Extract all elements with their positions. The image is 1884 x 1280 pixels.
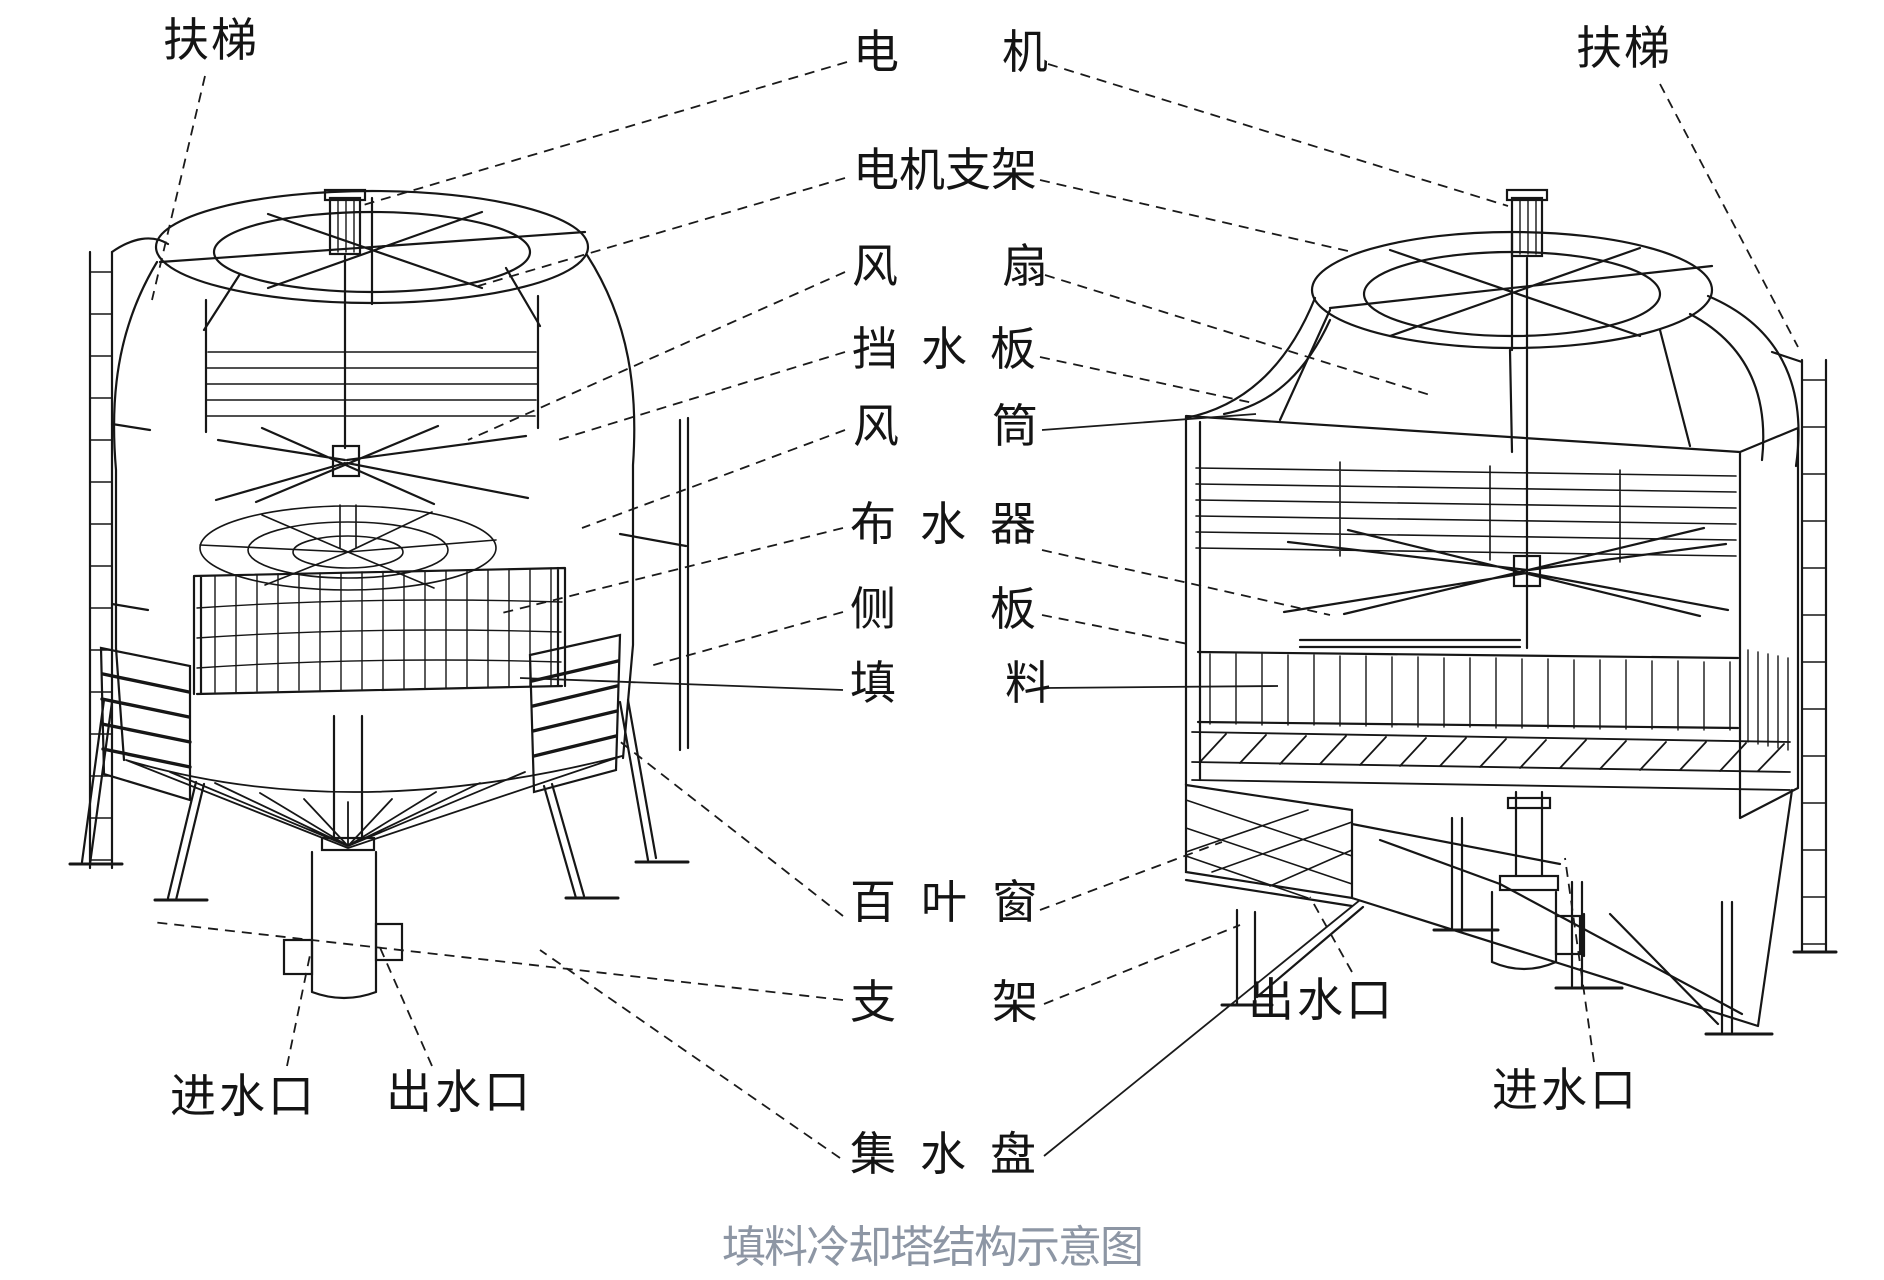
leader-side-panel-right: [1041, 614, 1189, 645]
leader-baffle-left: [557, 351, 846, 441]
right-packing-icon: [1196, 649, 1789, 751]
label-fan: 风扇: [852, 241, 1152, 292]
label-ladder-left: 扶梯: [163, 15, 259, 66]
leader-ladder-left: [151, 75, 206, 301]
label-ladder-right: 扶梯: [1576, 23, 1672, 74]
leader-duct-right: [1041, 413, 1257, 431]
leader-lines: [151, 61, 1799, 1159]
leader-support-left: [151, 921, 844, 1001]
leader-basin-right: [1043, 899, 1361, 1157]
diagram-title: 填料冷却塔结构示意图: [722, 1223, 1144, 1272]
right-ladder-icon: [1770, 350, 1838, 954]
leader-inlet-right: [1564, 857, 1595, 1063]
leader-distributor-right: [1041, 549, 1331, 616]
leader-basin-left: [539, 949, 841, 1159]
leader-louver-right: [1039, 841, 1223, 911]
left-tower-drawing: [68, 188, 690, 1000]
label-inlet-left: 进水口: [170, 1071, 317, 1122]
left-distributor-icon: [199, 504, 497, 591]
right-fan-duct-icon: [1184, 294, 1800, 468]
left-louver-icon: [99, 633, 622, 802]
label-outlet-left: 出水口: [386, 1067, 533, 1118]
label-side-panel: 侧板: [850, 584, 1130, 635]
label-water-baffle: 挡水板: [852, 324, 1059, 375]
leader-packing-right: [1043, 685, 1279, 689]
leader-inlet-left: [286, 954, 311, 1067]
left-packing-icon: [192, 566, 567, 696]
label-support: 支架: [850, 977, 1134, 1028]
right-motor-icon: [1505, 188, 1549, 258]
label-outlet-right: 出水口: [1248, 975, 1395, 1026]
label-motor-bracket: 电机支架: [853, 145, 1037, 196]
leader-motor-bracket-left: [477, 177, 846, 287]
left-pipes-icon: [282, 714, 404, 1000]
leader-motor-left: [359, 61, 848, 207]
leader-distributor-left: [497, 527, 844, 615]
leader-fan-right: [1044, 274, 1431, 396]
leader-fan-left: [467, 271, 846, 441]
left-basin-icon: [125, 755, 623, 849]
label-louver: 百叶窗: [850, 877, 1063, 928]
right-distributor-icon: [1298, 638, 1522, 649]
right-walkway-icon: [1191, 731, 1791, 791]
right-louver-icon: [1184, 783, 1354, 908]
right-fan-icon: [1282, 526, 1730, 618]
leader-duct-left: [581, 429, 846, 529]
label-inlet-right: 进水口: [1492, 1065, 1639, 1116]
left-motor-icon: [323, 188, 367, 256]
leader-motor-right: [1047, 63, 1509, 207]
right-legs-icon: [1220, 816, 1774, 1036]
label-packing: 填料: [850, 658, 1160, 709]
right-pipes-icon: [1490, 790, 1586, 971]
left-legs-icon: [68, 698, 690, 902]
left-fan-icon: [214, 424, 530, 506]
leader-support-right: [1043, 924, 1241, 1005]
left-ladder-icon: [88, 237, 170, 870]
label-motor: 电机: [853, 27, 1151, 78]
leader-motor-bracket-right: [1039, 179, 1353, 253]
leader-baffle-right: [1039, 356, 1254, 404]
leader-louver-left: [617, 739, 844, 917]
leader-packing-left: [519, 677, 844, 691]
right-tower-drawing: [1184, 188, 1838, 1036]
label-basin: 集水盘: [850, 1129, 1060, 1180]
label-fan-duct: 风筒: [853, 401, 1131, 452]
leader-outlet-left: [377, 942, 433, 1067]
leader-outlet-right: [1309, 896, 1353, 973]
label-distributor: 布水器: [850, 499, 1060, 550]
leader-ladder-right: [1659, 83, 1799, 348]
